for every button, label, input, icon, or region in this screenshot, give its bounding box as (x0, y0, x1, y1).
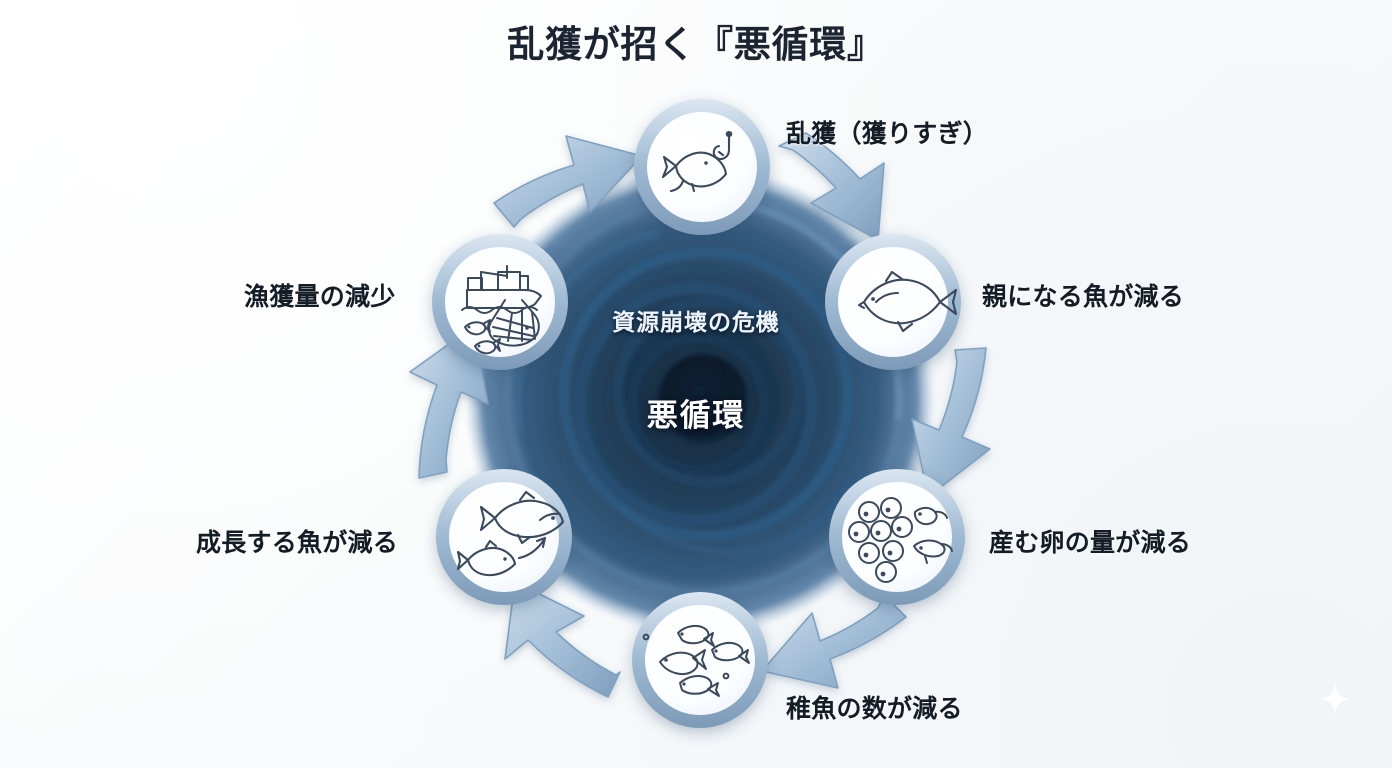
node-label-fewer-eggs: 産む卵の量が減る (989, 529, 1192, 557)
fishing-boat-icon (461, 265, 542, 355)
node-label-fewer-parents: 親になる魚が減る (982, 283, 1185, 311)
arrow-fewer-fry-to-less-growth (504, 581, 621, 698)
node-label-fewer-fry: 稚魚の数が減る (786, 695, 963, 723)
fish-eggs-icon (848, 497, 953, 583)
cycle-node-fewer-eggs[interactable] (829, 469, 965, 605)
fish-hook-icon (661, 130, 733, 193)
page-title: 乱獲が招く『悪循環』 (507, 24, 885, 65)
cycle-arrows (409, 132, 991, 698)
node-label-less-growth: 成長する魚が減る (196, 529, 399, 557)
cycle-node-overfishing[interactable] (634, 99, 770, 235)
cycle-node-fewer-parents[interactable] (825, 234, 961, 370)
sparkle-icon (1319, 683, 1351, 715)
arrow-fewer-parents-to-fewer-eggs (911, 347, 991, 498)
arrow-lower-catch-to-overfishing (493, 135, 643, 228)
node-label-overfishing: 乱獲（獲りすぎ） (786, 120, 989, 148)
arrow-less-growth-to-lower-catch (409, 325, 489, 479)
cycle-node-less-growth[interactable] (436, 469, 572, 605)
node-label-lower-catch: 漁獲量の減少 (244, 283, 396, 311)
vortex-center (465, 165, 935, 635)
cycle-node-fewer-fry[interactable] (632, 592, 768, 728)
adult-fish-icon (857, 270, 958, 333)
juvenile-fish-icon (642, 624, 750, 697)
center-subtitle: 資源崩壊の危機 (612, 309, 780, 335)
arrow-fewer-eggs-to-fewer-fry (761, 594, 907, 689)
center-main-label: 悪循環 (646, 398, 746, 433)
cycle-node-lower-catch[interactable] (432, 234, 568, 370)
arrow-overfishing-to-fewer-parents (778, 132, 885, 241)
growing-fish-icon (456, 490, 565, 577)
